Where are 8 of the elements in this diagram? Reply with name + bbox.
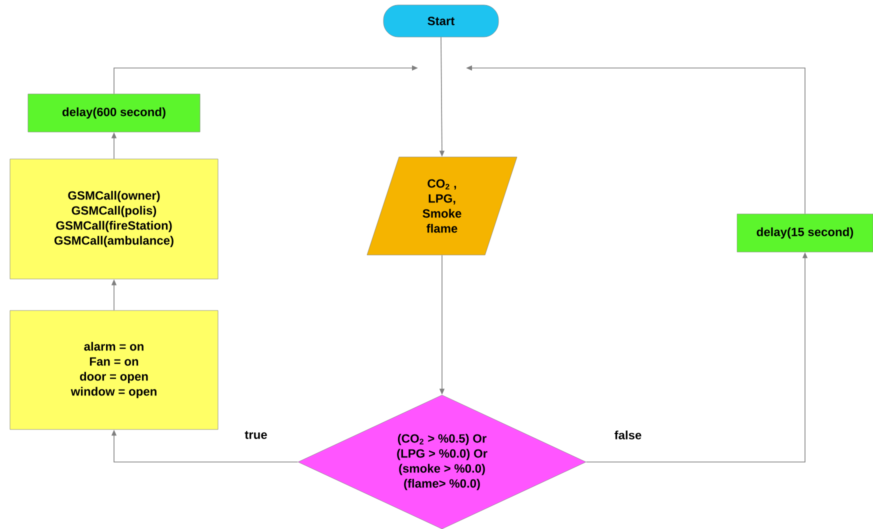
start-terminal: Start	[383, 4, 499, 38]
process-box: GSMCall(owner) GSMCall(polis) GSMCall(fireStation) GSMCall(ambulance)	[10, 158, 218, 280]
process-box: delay(15 second)	[736, 214, 873, 252]
process-box: delay(600 second)	[28, 94, 200, 132]
input-parallelogram: CO$_{2}$ , LPG, Smoke flame	[366, 156, 518, 256]
edge-label: true	[244, 430, 268, 440]
edge-label: false	[613, 430, 643, 440]
process-box: alarm = on Fan = on door = open window = open	[10, 310, 218, 430]
